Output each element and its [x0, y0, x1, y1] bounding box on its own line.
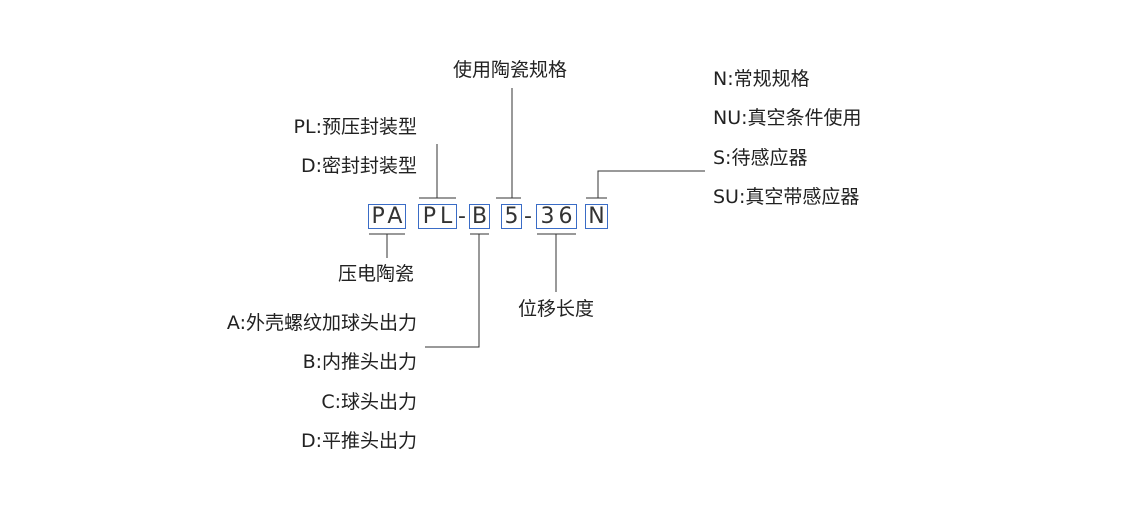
- label-force-c: C:球头出力: [321, 391, 417, 413]
- code-box-5: 5: [501, 204, 522, 229]
- label-spec-title: 使用陶瓷规格: [453, 59, 568, 81]
- label-n-option: N:常规规格: [713, 68, 810, 90]
- label-s-option: S:待感应器: [713, 147, 808, 169]
- code-dash-1: -: [458, 204, 466, 229]
- label-force-a: A:外壳螺纹加球头出力: [226, 312, 417, 334]
- connector-n: [586, 170, 705, 199]
- label-d-option: D:密封封装型: [300, 155, 417, 177]
- connector-spec: [496, 88, 521, 199]
- code-box-pl: PL: [418, 204, 457, 229]
- connector-pl: [419, 144, 456, 199]
- code-dash-2: -: [524, 204, 532, 229]
- connector-force: [425, 233, 489, 348]
- code-box-b: B: [469, 204, 490, 229]
- label-pl-option: PL:预压封装型: [293, 116, 417, 138]
- label-force-b: B:内推头出力: [302, 351, 417, 373]
- connector-pa: [369, 233, 405, 258]
- code-box-n: N: [585, 204, 608, 229]
- label-su-option: SU:真空带感应器: [713, 186, 860, 208]
- label-displacement: 位移长度: [518, 298, 595, 320]
- label-pa-meaning: 压电陶瓷: [338, 263, 415, 285]
- code-box-36: 36: [536, 204, 577, 229]
- label-nu-option: NU:真空条件使用: [713, 107, 862, 129]
- connector-length: [537, 233, 576, 292]
- code-box-pa: PA: [368, 204, 406, 229]
- label-force-d: D:平推头出力: [300, 430, 417, 452]
